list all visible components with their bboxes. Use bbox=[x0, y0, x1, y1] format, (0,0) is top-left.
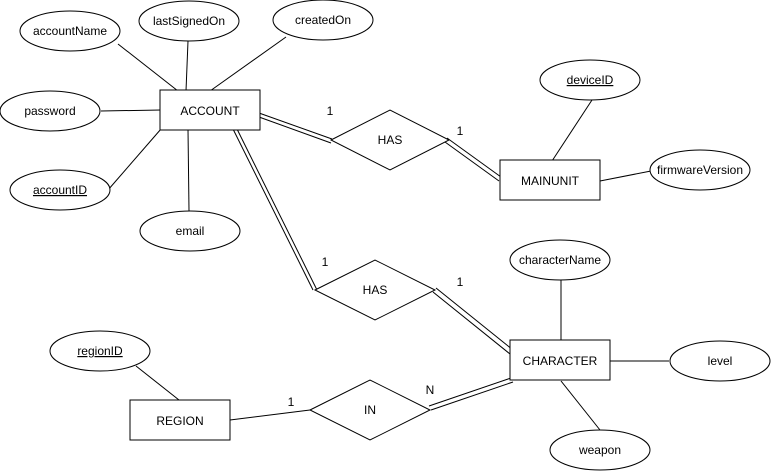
attribute-firmware-version: firmwareVersion bbox=[649, 149, 751, 191]
attribute-label: weapon bbox=[578, 443, 621, 457]
link-has2-character-b bbox=[432, 291, 511, 355]
attribute-label: characterName bbox=[519, 253, 601, 267]
relationship-region-in-character: IN bbox=[308, 379, 432, 441]
link-account-has2-a bbox=[232, 128, 314, 291]
link-has1-mainunit-b bbox=[444, 141, 500, 182]
cardinality-label: 1 bbox=[457, 124, 464, 138]
link-lastsignedon bbox=[185, 40, 189, 92]
entity-region: REGION bbox=[129, 399, 231, 441]
entity-character: CHARACTER bbox=[509, 339, 611, 381]
attribute-label: email bbox=[176, 224, 205, 238]
link-accountid bbox=[107, 128, 162, 191]
link-weapon bbox=[560, 380, 601, 431]
link-password bbox=[100, 109, 162, 112]
attribute-account-id: accountID bbox=[9, 169, 111, 211]
cardinality-label: N bbox=[426, 383, 435, 397]
link-account-has2-b bbox=[236, 128, 318, 291]
link-deviceid bbox=[551, 99, 593, 162]
entity-label: MAINUNIT bbox=[521, 174, 580, 188]
attribute-weapon: weapon bbox=[549, 429, 651, 471]
cardinality-label: 1 bbox=[327, 104, 334, 118]
entity-account: ACCOUNT bbox=[159, 89, 261, 131]
attribute-device-id: deviceID bbox=[539, 59, 641, 101]
attribute-label: createdOn bbox=[295, 13, 351, 27]
attribute-label: password bbox=[24, 104, 75, 118]
attribute-label: firmwareVersion bbox=[657, 163, 743, 177]
relationship-label: IN bbox=[364, 403, 376, 417]
relationship-label: HAS bbox=[363, 283, 388, 297]
attribute-label-key: regionID bbox=[77, 344, 123, 358]
link-has2-character-a bbox=[435, 287, 514, 351]
attribute-account-name: accountName bbox=[19, 10, 121, 52]
attribute-label-key: accountID bbox=[33, 183, 87, 197]
attribute-label: accountName bbox=[33, 24, 107, 38]
attribute-level: level bbox=[669, 340, 771, 382]
relationship-account-has-character: HAS bbox=[313, 259, 437, 321]
entity-label: REGION bbox=[156, 414, 203, 428]
attribute-label: level bbox=[708, 354, 733, 368]
attribute-label: lastSignedOn bbox=[153, 14, 225, 28]
attribute-region-id: regionID bbox=[49, 330, 151, 372]
cardinality-label: 1 bbox=[322, 255, 329, 269]
link-account-has1-b bbox=[258, 116, 332, 144]
connectors bbox=[100, 36, 669, 431]
relationship-account-has-mainunit: HAS bbox=[329, 109, 451, 171]
link-in-character-b bbox=[430, 381, 514, 411]
cardinality-label: 1 bbox=[288, 395, 295, 409]
link-region-in bbox=[229, 409, 311, 421]
link-accountname bbox=[117, 43, 179, 92]
cardinality-label: 1 bbox=[457, 275, 464, 289]
link-regionid bbox=[135, 365, 180, 401]
entity-label: ACCOUNT bbox=[180, 104, 240, 118]
attribute-email: email bbox=[139, 210, 241, 252]
attribute-character-name: characterName bbox=[509, 239, 611, 281]
entity-mainunit: MAINUNIT bbox=[499, 159, 601, 201]
relationship-label: HAS bbox=[378, 133, 403, 147]
link-in-character-a bbox=[428, 377, 512, 407]
attribute-password: password bbox=[0, 90, 101, 132]
link-has1-mainunit-a bbox=[446, 137, 502, 178]
attribute-last-signed-on: lastSignedOn bbox=[138, 0, 240, 42]
link-account-has1-a bbox=[258, 112, 333, 140]
attribute-label-key: deviceID bbox=[567, 73, 614, 87]
entity-label: CHARACTER bbox=[523, 354, 598, 368]
attribute-created-on: createdOn bbox=[272, 0, 374, 41]
link-email bbox=[187, 128, 190, 212]
link-firmwareversion bbox=[599, 170, 652, 182]
link-createdon bbox=[209, 36, 287, 92]
